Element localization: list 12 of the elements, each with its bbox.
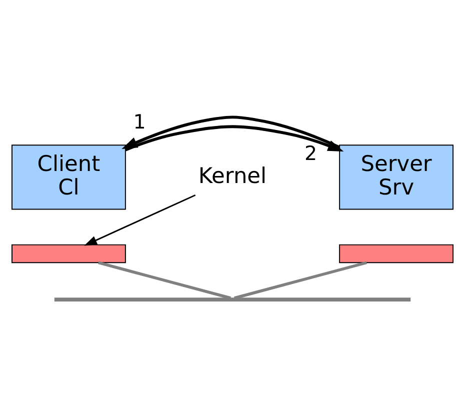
edge-label: 2 [304, 142, 318, 165]
node-text: Kernel [198, 163, 267, 188]
node-bar [339, 244, 454, 263]
connector [98, 260, 232, 300]
arrow [84, 194, 196, 246]
arrow [122, 115, 340, 148]
connector [234, 260, 367, 300]
node-box: Server Srv [339, 144, 454, 210]
node-bar [11, 244, 126, 263]
node-bar [54, 297, 411, 302]
edge-label: 1 [133, 110, 146, 134]
node-box: Client Cl [11, 144, 126, 210]
